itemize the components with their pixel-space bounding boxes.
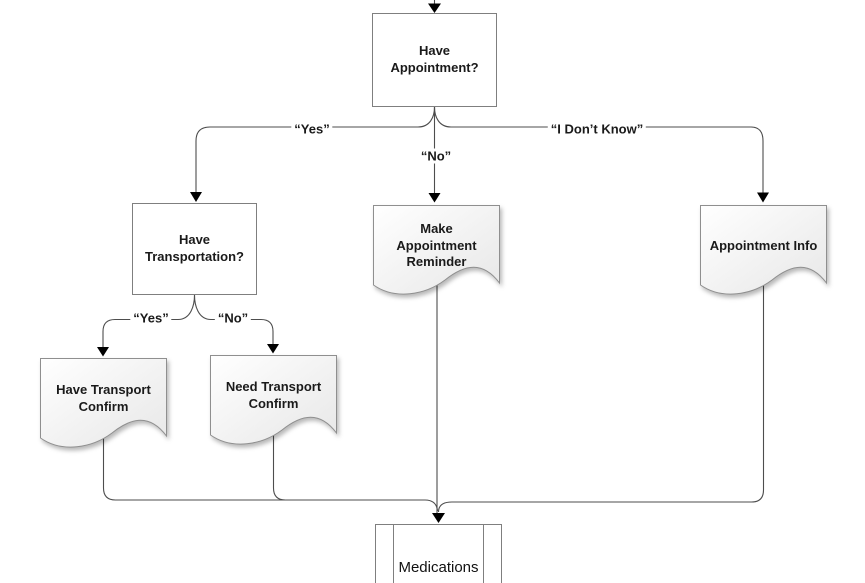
node-need-transport-confirm: Need Transport Confirm [210,355,337,451]
node-label: Make Appointment Reminder [396,220,477,270]
document-shape [373,205,500,295]
node-label: Appointment Info [709,237,818,253]
predefined-process-inner-line [393,525,394,583]
node-label: Have Transportation? [145,232,244,264]
arrowhead [97,347,109,357]
node-make-appointment-reminder: Make Appointment Reminder [373,205,500,301]
edge-transport-no-line [193,294,274,344]
edge-appointment-yes-line [195,106,436,192]
edge-label-transport-no: “No” [214,310,252,326]
edge-label-appointment-no: “No” [417,148,455,164]
edge-appointment-info-to-medications-line [437,282,765,513]
edge-label-transport-yes: “Yes” [130,310,172,326]
edge-label-appointment-yes: “Yes” [291,121,333,137]
edge-need-transport-to-medications-line [272,432,425,501]
arrowhead [432,513,445,523]
node-label: Need Transport Confirm [225,379,322,411]
arrowhead [757,192,769,203]
document-shape [210,355,337,445]
node-medications: Medications [375,524,502,583]
document-shape [40,358,167,448]
arrowhead [428,193,441,203]
node-have-transport-confirm: Have Transport Confirm [40,358,167,454]
node-have-transportation: Have Transportation? [132,203,257,295]
node-label: Have Transport Confirm [56,382,151,414]
node-have-appointment: Have Appointment? [372,13,497,107]
edge-have-transport-to-medications-line [102,435,439,512]
edge-appointment-idk-line [433,106,764,193]
arrowhead [267,344,279,354]
arrowhead [190,192,202,202]
node-appointment-info: Appointment Info [700,205,827,301]
edge-transport-yes-line [102,294,196,347]
document-shape [700,205,827,295]
node-label: Have Appointment? [390,43,479,75]
predefined-process-inner-line [483,525,484,583]
node-label: Medications [398,558,479,576]
arrowhead [428,3,441,13]
edge-label-appointment-idk: “I Don’t Know” [547,121,647,137]
